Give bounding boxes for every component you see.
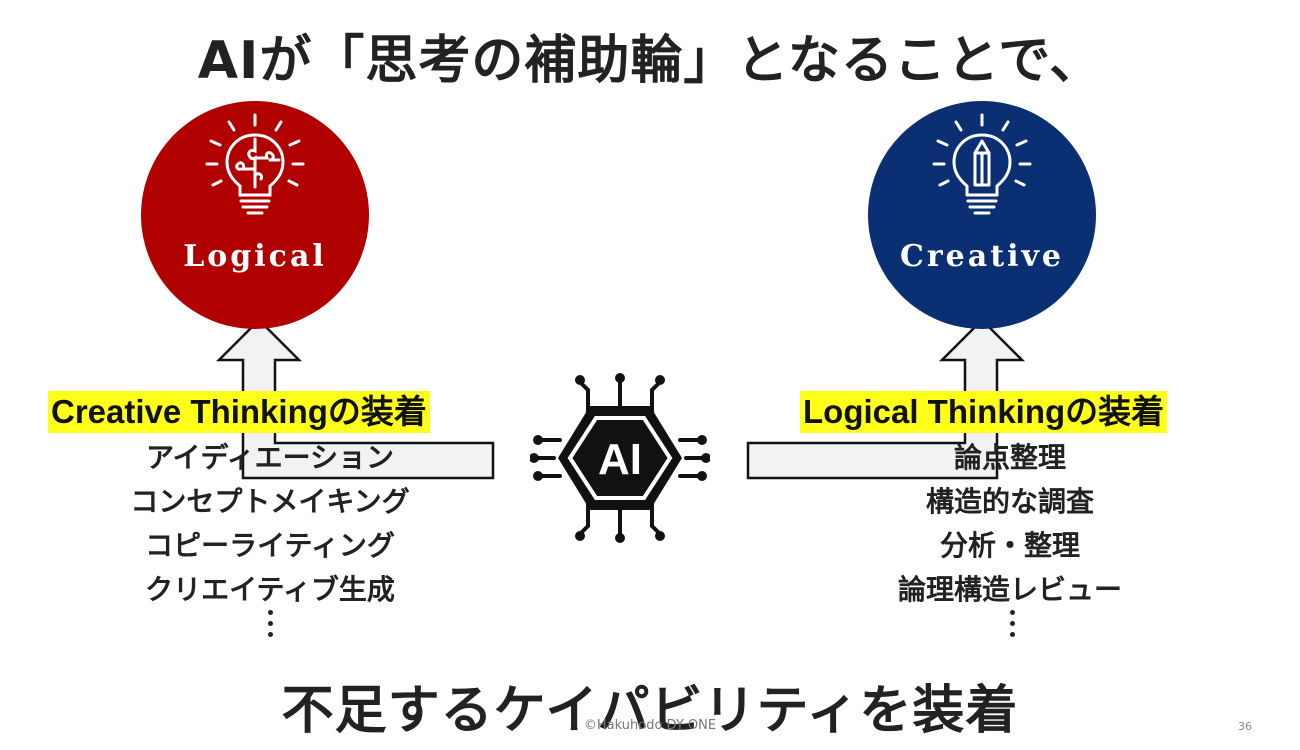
logical-thinking-heading: Logical Thinkingの装着 xyxy=(800,391,1168,433)
slide-title: AIが「思考の補助輪」となることで、 xyxy=(197,31,1103,91)
creative-thinking-list: アイディエーション コンセプトメイキング コピーライティング クリエイティブ生成 xyxy=(100,436,440,612)
creative-thinking-heading: Creative Thinkingの装着 xyxy=(48,391,430,433)
ai-label: AI xyxy=(598,435,642,484)
pencil-lightbulb-icon xyxy=(932,113,1032,215)
logical-label: Logical xyxy=(183,239,327,274)
bottom-title: 不足するケイパビリティを装着 xyxy=(281,681,1019,741)
ai-chip-icon: AI xyxy=(530,373,710,543)
list-item: 論理構造レビュー xyxy=(897,573,1122,606)
list-item: アイディエーション xyxy=(145,441,395,474)
creative-label: Creative xyxy=(900,239,1064,274)
list-item: 構造的な調査 xyxy=(925,485,1094,518)
list-item: コピーライティング xyxy=(145,529,395,562)
vertical-ellipsis-icon xyxy=(1007,610,1017,643)
page-number: 36 xyxy=(1238,720,1252,733)
vertical-ellipsis-icon xyxy=(265,610,275,643)
list-item: コンセプトメイキング xyxy=(130,485,410,518)
copyright-footer: ©Hakuhodo DY ONE xyxy=(583,718,717,733)
logical-thinking-list: 論点整理 構造的な調査 分析・整理 論理構造レビュー xyxy=(860,436,1160,612)
list-item: 論点整理 xyxy=(953,441,1066,474)
logical-circle: Logical xyxy=(141,101,369,329)
creative-circle: Creative xyxy=(868,101,1096,329)
list-item: クリエイティブ生成 xyxy=(145,573,395,606)
puzzle-lightbulb-icon xyxy=(205,113,305,215)
list-item: 分析・整理 xyxy=(939,529,1080,562)
